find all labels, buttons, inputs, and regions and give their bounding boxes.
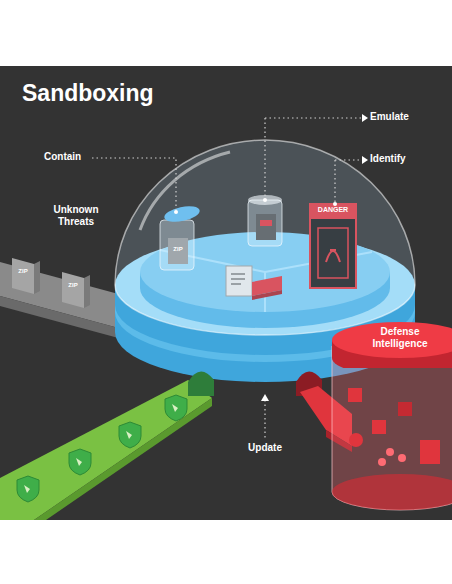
file-tag: ZIP <box>62 282 84 289</box>
leader-dots-part <box>261 394 269 401</box>
callout-label: Identify <box>370 153 430 165</box>
sandbox-dome <box>115 140 415 335</box>
leader-lines <box>92 118 362 438</box>
callout-label: Unknown Threats <box>46 204 106 227</box>
callout-label: Emulate <box>370 111 430 123</box>
file-tag: ZIP <box>168 246 188 253</box>
node-text: Defense Intelligence <box>332 326 452 349</box>
defense-cylinder-part <box>398 454 406 462</box>
file-tag: ZIP <box>12 268 34 275</box>
leader-lines-part <box>335 160 362 202</box>
green-conveyor-part <box>24 404 178 493</box>
defense-cylinder-part <box>332 474 452 510</box>
warning-sign-text: DANGER <box>310 206 356 214</box>
defense-cylinder-part <box>398 402 412 416</box>
defense-cylinder-part <box>349 433 363 447</box>
leader-dots-part <box>333 202 337 206</box>
cylinder-lid: Defense Intelligence <box>332 322 452 368</box>
defense-cylinder <box>332 346 452 510</box>
defense-cylinder-part <box>348 388 362 402</box>
sandbox-base-part <box>188 371 214 396</box>
leader-dots-part <box>362 156 368 164</box>
leader-dots-part <box>263 198 267 202</box>
lid-top <box>332 322 452 358</box>
leader-lines-part <box>264 400 265 438</box>
gray-conveyor-part <box>34 261 40 294</box>
leader-dots-part <box>174 210 178 214</box>
green-conveyor <box>0 380 212 520</box>
leader-lines-part <box>265 118 362 198</box>
gray-conveyor-part <box>62 272 84 308</box>
defense-cylinder-part <box>386 448 394 456</box>
defense-cylinder-part <box>372 420 386 434</box>
leader-lines-part <box>92 158 176 210</box>
sandbox-dome-part <box>115 140 415 335</box>
leader-dots-part <box>362 114 368 122</box>
sandbox-dome-part <box>140 152 230 230</box>
defense-cylinder-part <box>332 346 452 510</box>
callout-label: Contain <box>44 151 92 163</box>
title: Sandboxing <box>22 80 154 106</box>
defense-cylinder-part <box>378 458 386 466</box>
green-conveyor-part <box>0 380 212 520</box>
gray-conveyor-part <box>12 258 34 294</box>
gray-conveyor-part <box>84 275 90 308</box>
defense-cylinder-part <box>420 440 440 464</box>
green-conveyor-part <box>34 398 212 520</box>
callout-label: Update <box>240 442 290 454</box>
